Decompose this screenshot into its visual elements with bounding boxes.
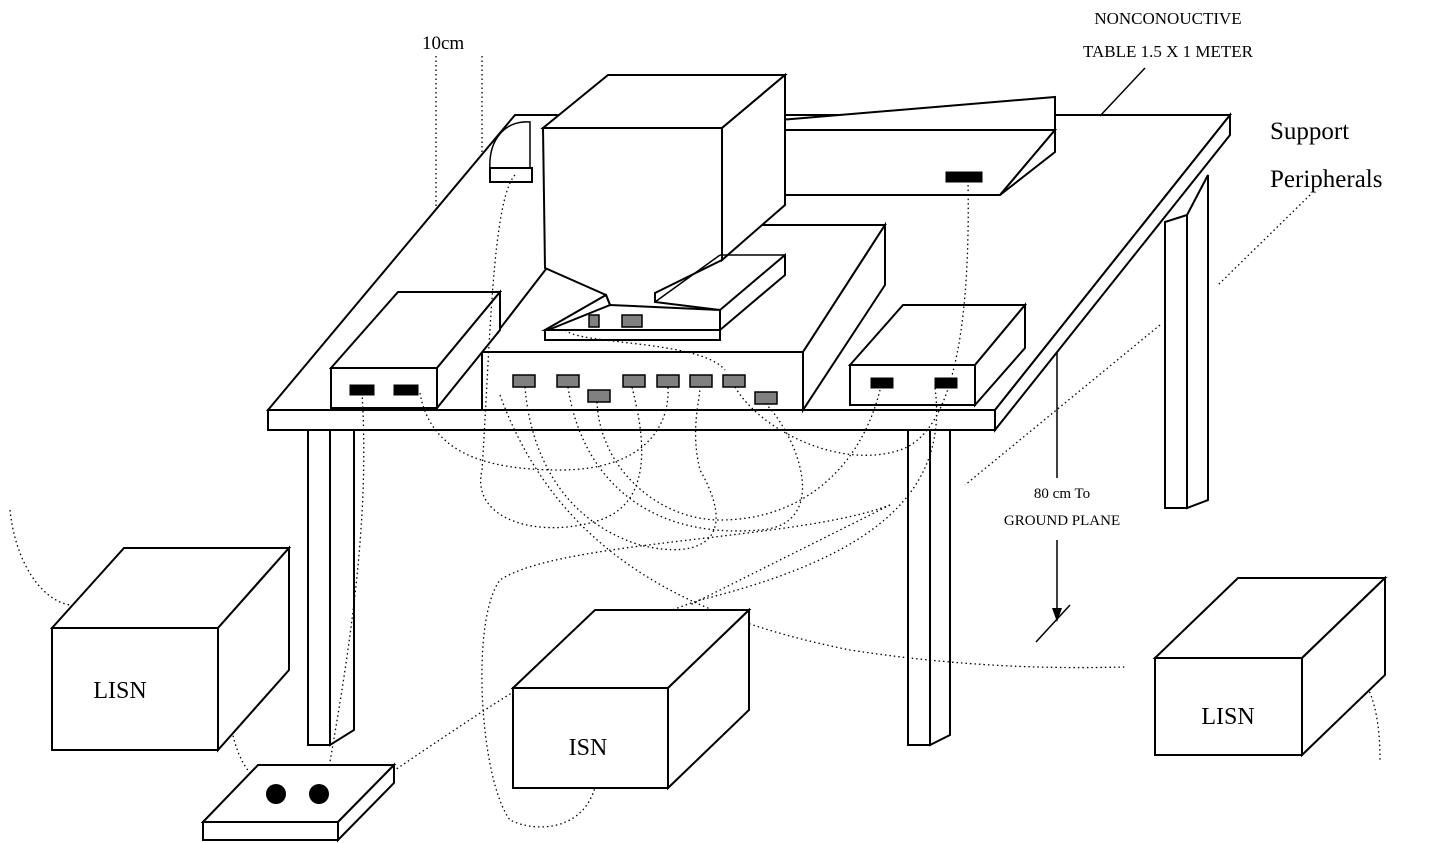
mouse bbox=[489, 121, 533, 183]
lisn-right-box bbox=[1152, 575, 1388, 758]
port bbox=[945, 171, 983, 183]
isn-label: ISN bbox=[569, 735, 608, 761]
table-leg-front-right bbox=[907, 429, 931, 746]
table-label-line2: TABLE 1.5 X 1 METER bbox=[1083, 42, 1254, 61]
outlet-block bbox=[200, 762, 397, 843]
spacing-label: 10cm bbox=[422, 33, 464, 54]
height-label-line1: 80 cm To bbox=[1034, 486, 1090, 502]
lisn-left-box bbox=[49, 545, 292, 753]
lisn-right-label: LISN bbox=[1201, 704, 1254, 730]
support-label-line1: Support bbox=[1270, 118, 1349, 145]
support-label-line2: Peripherals bbox=[1270, 166, 1382, 193]
system-unit-ports bbox=[512, 374, 778, 405]
monitor bbox=[540, 72, 788, 341]
height-label-line2: GROUND PLANE bbox=[1004, 513, 1120, 529]
support-peripherals-pointers bbox=[689, 194, 1311, 606]
peripheral-left bbox=[328, 289, 503, 411]
table-leg-front-left bbox=[307, 429, 331, 746]
height-arrow bbox=[1035, 352, 1071, 643]
table-leg-back-right bbox=[1164, 213, 1188, 509]
isn-box bbox=[510, 607, 752, 791]
table-label-line1: NONCONOUCTIVE bbox=[1094, 9, 1241, 28]
table-edge-side bbox=[994, 112, 1231, 433]
lisn-left-label: LISN bbox=[93, 678, 146, 704]
table-label-pointer bbox=[1099, 67, 1146, 117]
table-edge-front bbox=[267, 409, 996, 431]
peripheral-right bbox=[847, 302, 1028, 408]
